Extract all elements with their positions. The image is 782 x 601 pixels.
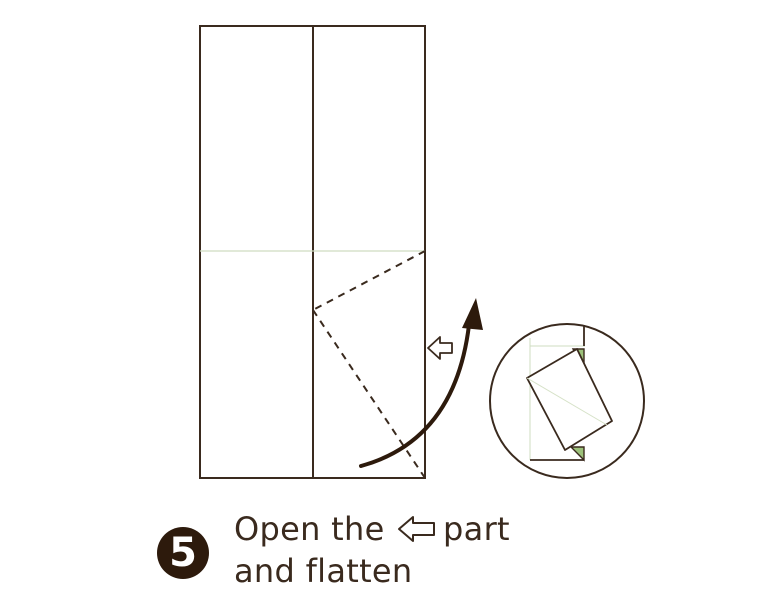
paper-sheet [199,25,426,479]
caption-part-text: part [443,510,510,548]
detail-flattened-flap [526,348,613,451]
valley-fold-upper [312,250,426,311]
hollow-left-arrow-icon [398,516,436,542]
valley-fold-lines [312,250,426,479]
hollow-left-arrow-icon [427,336,453,360]
step-number: 5 [169,530,197,576]
caption-line-1: Open the part [234,508,510,550]
curved-up-arrow-icon [359,298,483,468]
caption-open-text: Open the [234,510,385,548]
step-number-badge: 5 [157,527,209,579]
caption-line-2: and flatten [234,552,413,590]
detail-flap-crease [526,377,608,426]
step-caption: Open the part and flatten [234,508,510,592]
magnified-detail-view [489,323,645,479]
detail-flap-bottom [569,446,585,462]
